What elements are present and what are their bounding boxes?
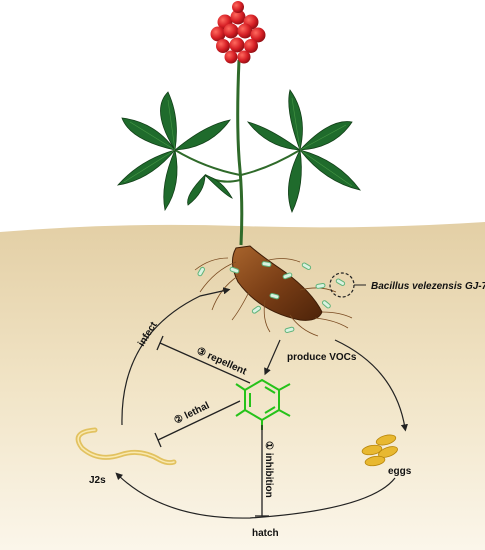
nematode-eggs [361, 434, 398, 467]
inhibition-label: ① inhibition [263, 441, 274, 498]
life-cycle-arrows [115, 287, 408, 519]
hatch-arrow [115, 472, 396, 519]
root-to-eggs-arrow [334, 339, 408, 432]
soil-layer [0, 222, 485, 550]
plant-stem [236, 59, 244, 246]
j2s-label: J2s [89, 475, 106, 486]
ginseng-root [194, 245, 353, 337]
hatch-label: hatch [252, 528, 279, 539]
bacterium-label: Bacillus velezensis GJ-7 [371, 281, 485, 292]
inhibition-lines [154, 335, 269, 517]
bacteria-cells [197, 261, 331, 334]
eggs-label: eggs [388, 466, 412, 477]
produce-vocs-arrow [264, 339, 281, 376]
infect-arrow [121, 287, 231, 426]
produce-vocs-label: produce VOCs [287, 352, 357, 363]
voc-molecule [235, 378, 291, 430]
red-berries [210, 1, 266, 64]
